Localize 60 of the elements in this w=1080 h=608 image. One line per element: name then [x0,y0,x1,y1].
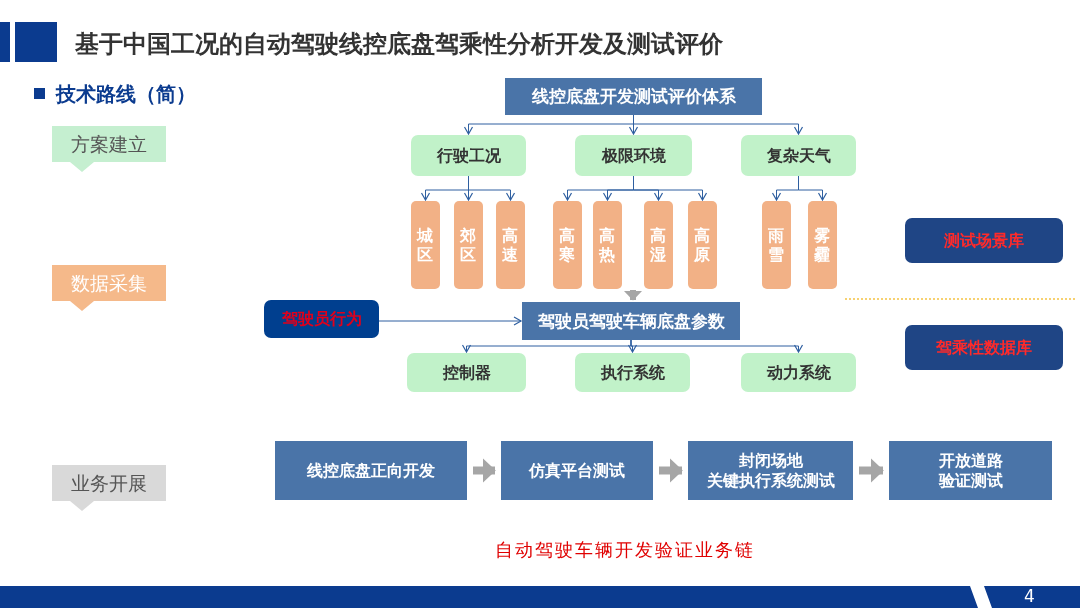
arrow [378,316,522,326]
condition-tile [553,201,582,289]
condition-tile [593,201,622,289]
box-label: 动力系统 [766,362,831,383]
condition-tile [808,201,837,289]
tile-label: 郊区 [460,225,477,265]
condition-tile [644,201,673,289]
tile-label: 高湿 [650,225,667,265]
box-label: 驾驶员驾驶车辆底盘参数 [537,310,725,332]
tile-label: 高原 [694,225,711,265]
box-label: 封闭场地 [738,451,803,471]
condition-tile [411,201,440,289]
category-box [411,135,526,176]
tile-label: 高速 [502,225,519,265]
category-box [407,353,526,392]
category-box [905,218,1063,263]
box-label: 线控底盘开发测试评价体系 [531,86,736,107]
box-label: 驾驶员行为 [281,309,362,329]
arrow [630,339,804,353]
box-label: 业务开展 [71,471,147,495]
tile-label: 高热 [599,225,616,265]
process-box [275,441,467,500]
tile-label: 雨雪 [768,225,785,265]
caption: 自动驾驶车辆开发验证业务链 [495,538,755,562]
category-box [575,135,692,176]
condition-tile [454,201,483,289]
process-box [688,441,853,500]
box-label: 驾乘性数据库 [936,337,1032,358]
box-label: 验证测试 [938,470,1003,490]
process-box [501,441,653,500]
category-box [264,300,379,338]
category-box [741,353,856,392]
category-box [575,353,690,392]
box-label: 关键执行系统测试 [706,470,835,490]
category-box [905,325,1063,370]
condition-tile [496,201,525,289]
block-arrow [624,290,642,301]
box-label: 控制器 [442,362,491,383]
box-label: 线控底盘正向开发 [307,460,435,481]
box-label: 数据采集 [71,271,147,295]
title: 基于中国工况的自动驾驶线控底盘驾乘性分析开发及测试评价 [75,29,723,60]
condition-tile [762,201,791,289]
box-label: 执行系统 [600,362,665,383]
box-label: 方案建立 [71,132,147,156]
condition-tile [688,201,717,289]
box-label: 开放道路 [938,451,1003,471]
box-label: 测试场景库 [944,230,1024,251]
section-heading: 技术路线（简） [56,81,196,108]
tile-label: 高寒 [559,225,576,265]
process-box [522,302,740,340]
tile-label: 雾霾 [814,225,831,265]
box-label: 行驶工况 [436,145,501,166]
box-label: 复杂天气 [766,145,831,166]
category-box [741,135,856,176]
box-label: 仿真平台测试 [529,460,625,481]
box-label: 极限环境 [601,145,666,166]
process-box [889,441,1052,500]
tile-label: 城区 [417,225,434,265]
process-box [505,78,762,115]
page-number: 4 [1024,586,1035,606]
